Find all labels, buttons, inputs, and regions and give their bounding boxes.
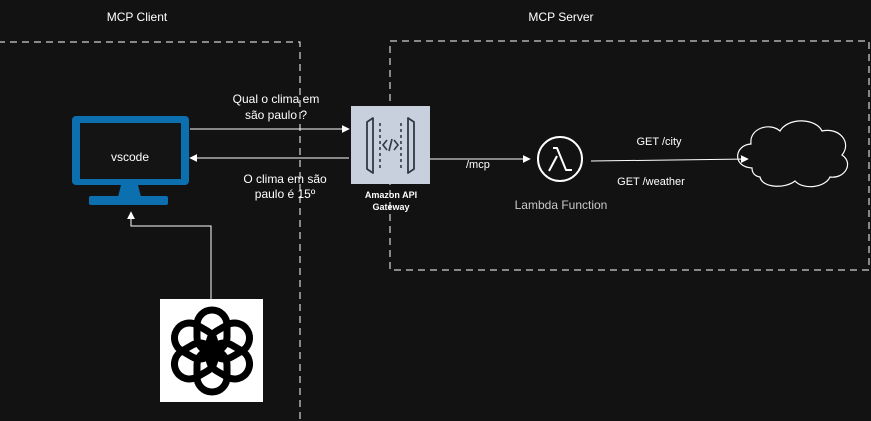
- lambda-icon: [537, 136, 583, 182]
- api-gateway-icon: [351, 106, 430, 184]
- lambda-to-cloud-arrow: [590, 155, 749, 164]
- gateway-label-line2: Gateway: [372, 202, 409, 212]
- request-label-line1: Qual o clima em: [233, 92, 320, 106]
- client-group-title: MCP Client: [107, 10, 168, 24]
- lambda-to-cloud-label-2: GET /weather: [617, 176, 685, 188]
- cloud-icon: [737, 120, 849, 188]
- response-label-line2: paulo é 15º: [255, 187, 316, 201]
- mcp-server-group: [389, 40, 870, 271]
- llm-to-client-arrow: [127, 211, 212, 299]
- openai-logo-icon: [160, 299, 263, 402]
- response-label-line1: O clima em são: [243, 172, 327, 186]
- request-label-line2: são paulo ?: [245, 108, 307, 122]
- server-group-title: MCP Server: [528, 10, 593, 24]
- vscode-label: vscode: [111, 150, 149, 164]
- lambda-label: Lambda Function: [515, 198, 608, 212]
- lambda-to-cloud-label-1: GET /city: [636, 136, 682, 148]
- gateway-label-line1: Amazon API: [365, 190, 417, 200]
- monitor-icon: [72, 116, 189, 205]
- gateway-to-lambda-label: /mcp: [466, 159, 490, 171]
- mcp-client-group: [0, 41, 301, 421]
